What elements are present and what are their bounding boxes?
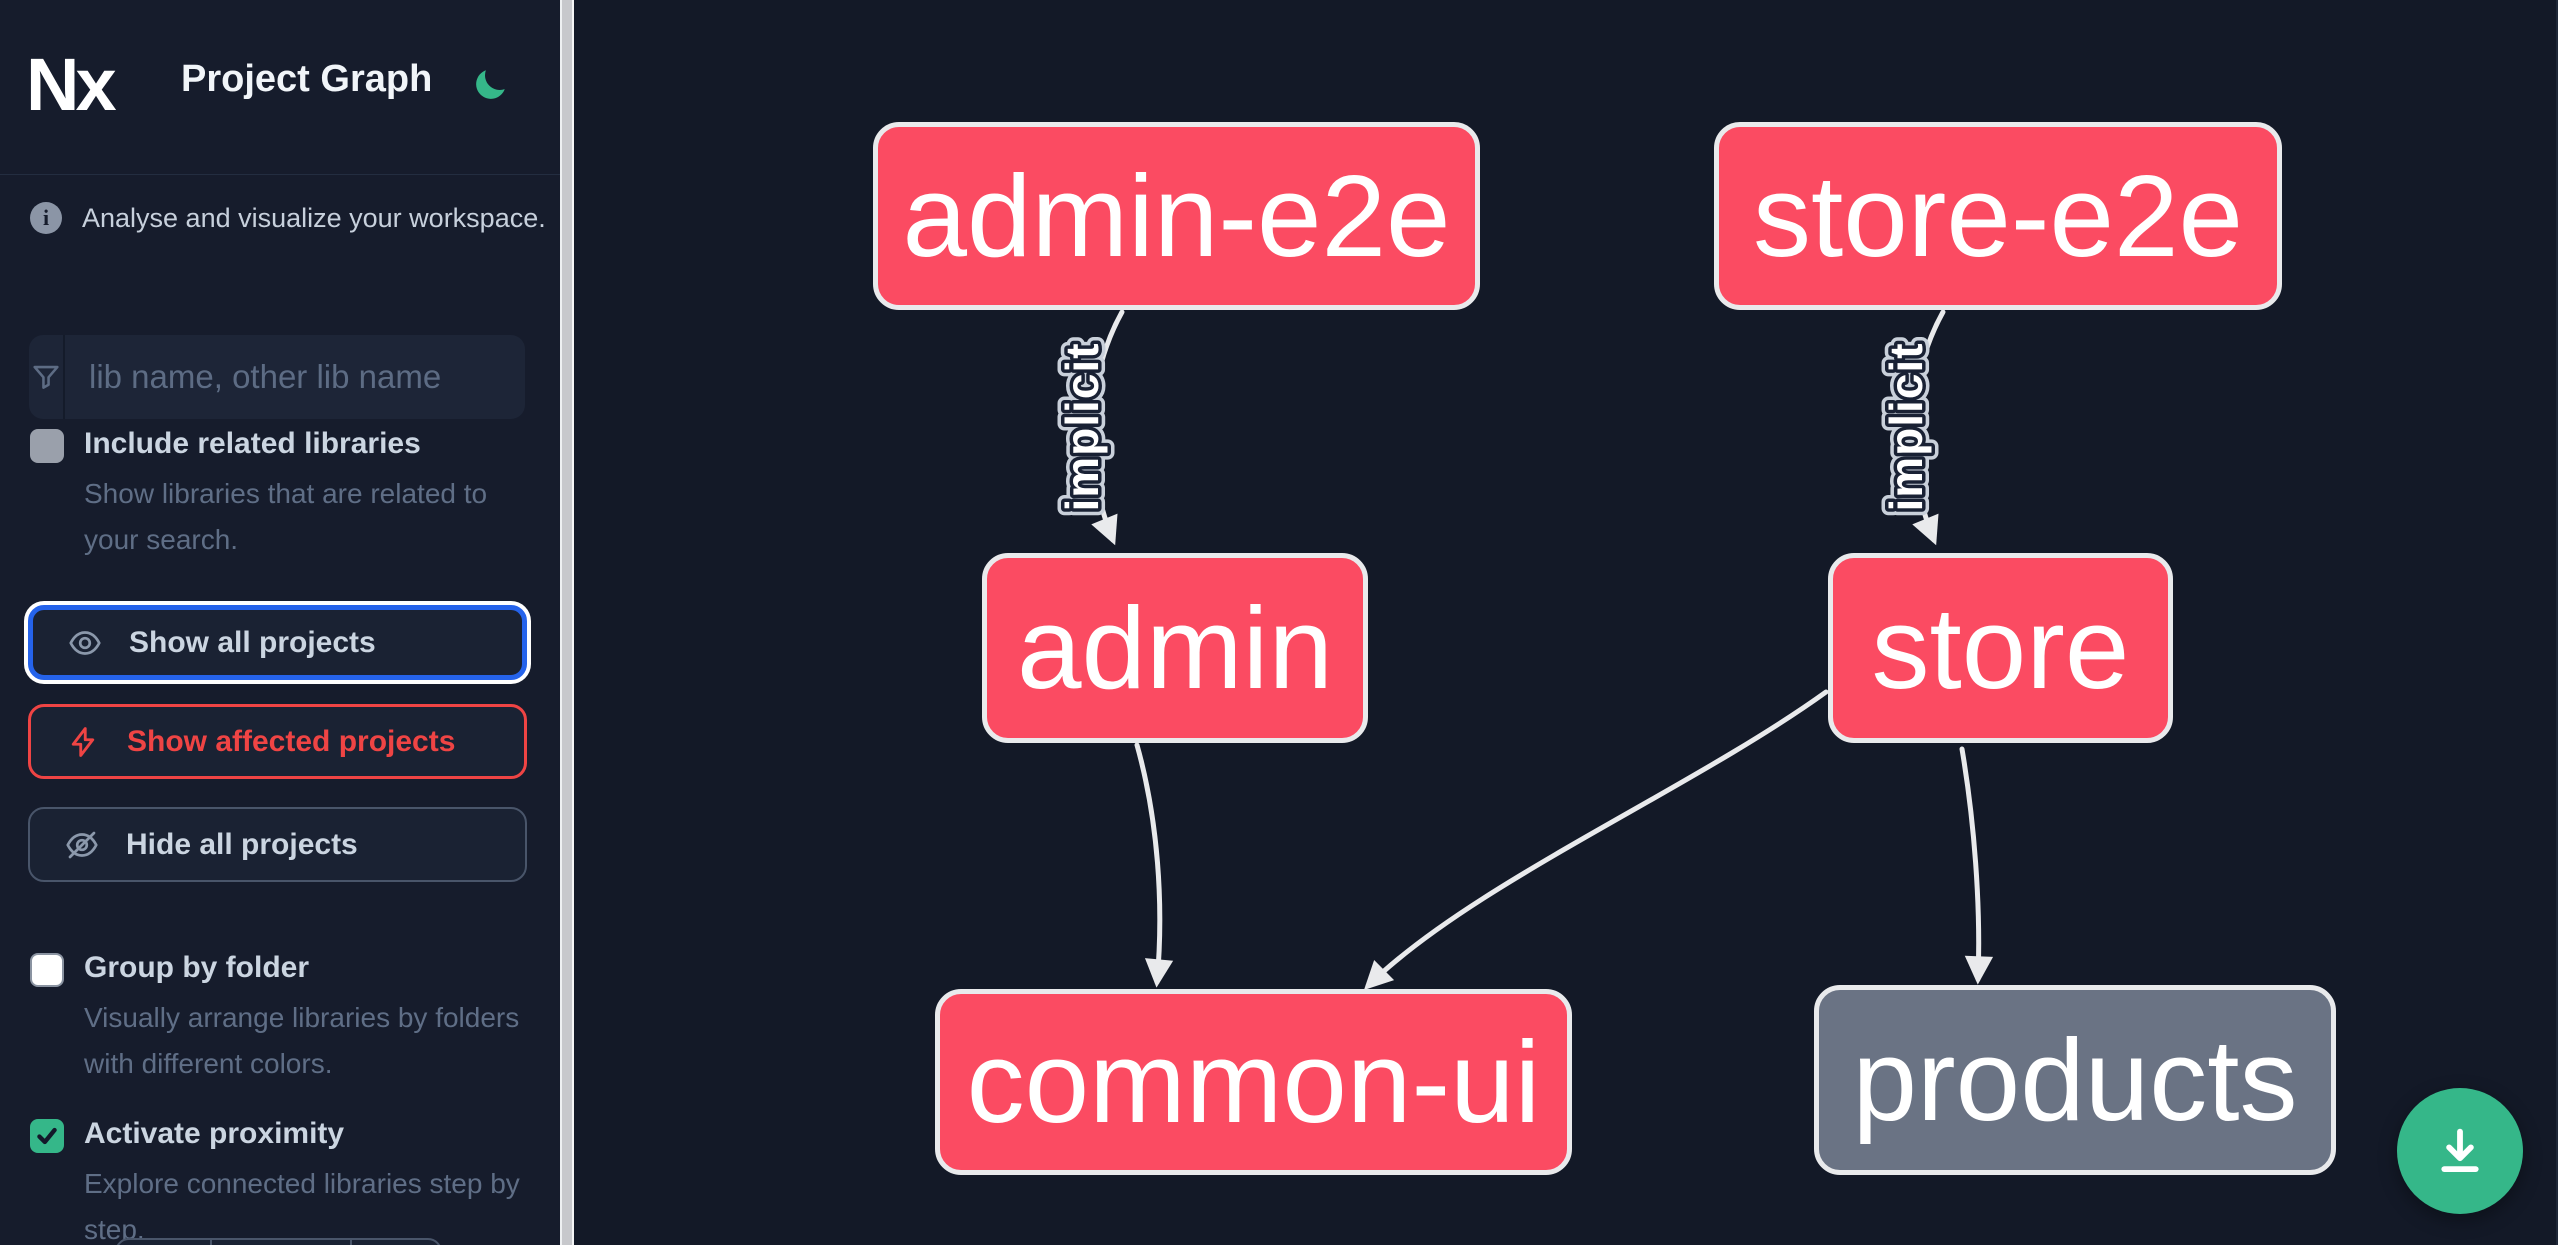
node-admin[interactable]: admin [982, 553, 1368, 743]
proximity-stepper-partial[interactable] [115, 1238, 442, 1245]
hide-all-projects-button[interactable]: Hide all projects [28, 807, 527, 882]
bolt-icon [65, 724, 101, 760]
button-label: Show affected projects [127, 724, 456, 758]
show-affected-projects-button[interactable]: Show affected projects [28, 704, 527, 779]
tagline-text: Analyse and visualize your workspace. [82, 202, 546, 233]
node-store[interactable]: store [1828, 553, 2173, 743]
button-label: Show all projects [129, 625, 376, 659]
checkbox-label[interactable]: Group by folder [84, 951, 309, 984]
filter-icon [29, 335, 65, 419]
group-by-folder-checkbox[interactable] [30, 953, 64, 987]
group-by-folder-row: Group by folder Visually arrange librari… [30, 951, 530, 1087]
sidebar-header: Nx Project Graph [0, 0, 560, 175]
node-common-ui[interactable]: common-ui [935, 989, 1572, 1175]
sidebar-resize-handle[interactable] [560, 0, 574, 1245]
node-store-e2e[interactable]: store-e2e [1714, 122, 2282, 310]
activate-proximity-checkbox[interactable] [30, 1119, 64, 1153]
node-products[interactable]: products [1814, 985, 2336, 1175]
activate-proximity-row: Activate proximity Explore connected lib… [30, 1117, 530, 1245]
checkbox-description: Visually arrange libraries by folders wi… [84, 1002, 520, 1079]
button-label: Hide all projects [126, 827, 358, 861]
node-admin-e2e[interactable]: admin-e2e [873, 122, 1480, 310]
eye-icon [67, 625, 103, 661]
include-related-libraries-row: Include related libraries Show libraries… [30, 427, 530, 563]
checkbox-label[interactable]: Include related libraries [84, 427, 421, 460]
checkbox-description: Show libraries that are related to your … [84, 478, 488, 555]
checkbox-label[interactable]: Activate proximity [84, 1117, 345, 1150]
nx-logo: Nx [26, 43, 117, 126]
sidebar: Nx Project Graph i Analyse and visualize… [0, 0, 560, 1245]
page-title: Project Graph [181, 58, 433, 100]
info-icon: i [30, 202, 62, 234]
eye-slash-icon [64, 827, 100, 863]
search-input[interactable] [65, 335, 525, 419]
search-box [29, 335, 525, 419]
download-icon [2431, 1122, 2489, 1180]
moon-icon[interactable] [471, 66, 509, 104]
show-all-projects-button[interactable]: Show all projects [28, 605, 527, 680]
checkbox-description: Explore connected libraries step by step… [84, 1168, 520, 1245]
include-related-libraries-checkbox[interactable] [30, 429, 64, 463]
download-graph-button[interactable] [2397, 1088, 2523, 1214]
workspace-info-row: i Analyse and visualize your workspace. [30, 202, 546, 234]
